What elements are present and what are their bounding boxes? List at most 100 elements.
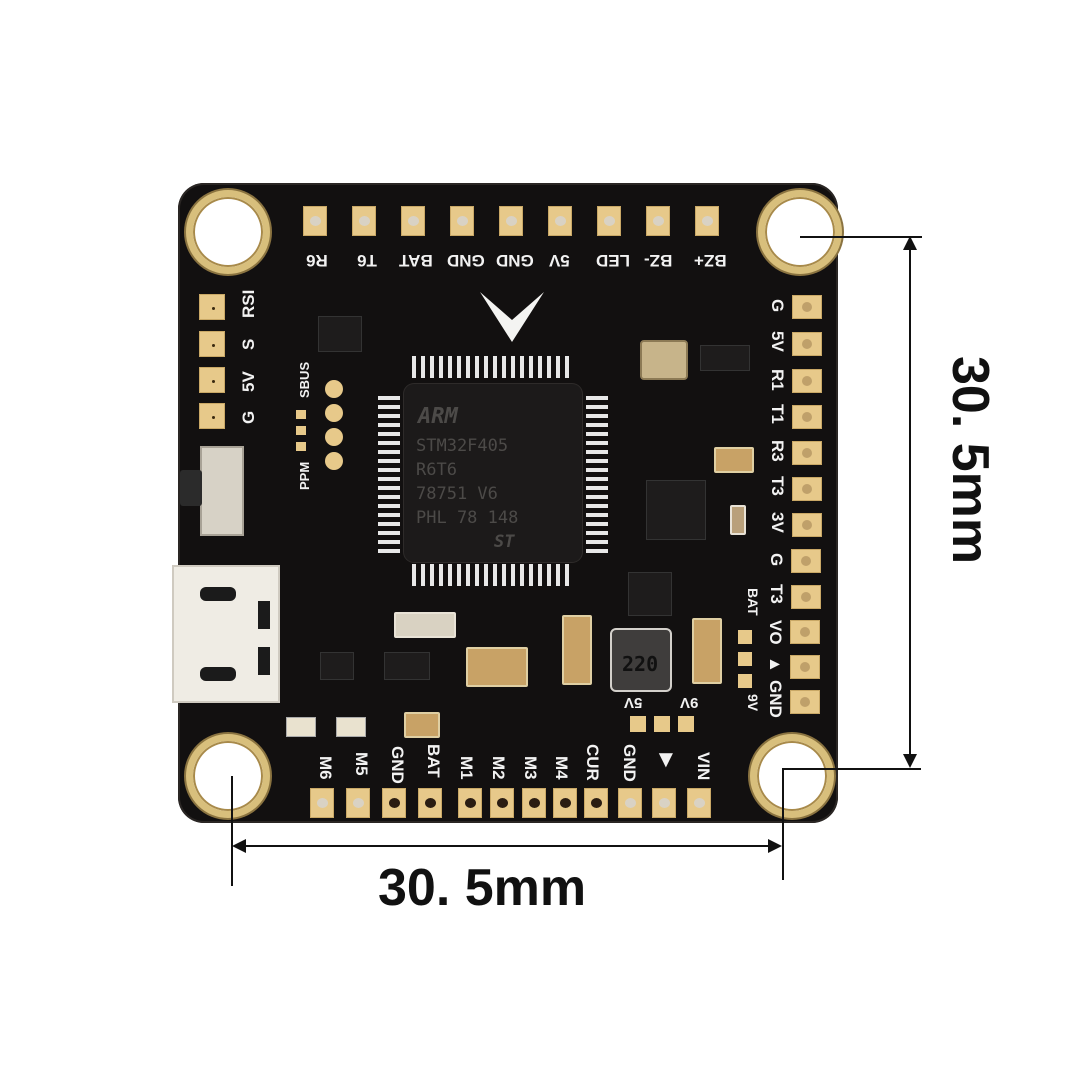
- label-m6: M6: [316, 756, 335, 780]
- pad-5v[interactable]: [548, 206, 572, 236]
- mounting-hole-bottom-right: [750, 734, 834, 818]
- round-pad[interactable]: [325, 404, 343, 422]
- pad-gnd[interactable]: [382, 788, 406, 818]
- small-ic: [318, 316, 362, 352]
- label-gnd: GND: [447, 251, 485, 270]
- pad-t3[interactable]: [791, 585, 821, 609]
- brand-chevron-logo: [480, 292, 544, 342]
- label-t6: T6: [357, 251, 377, 270]
- pad-vin[interactable]: [687, 788, 711, 818]
- mounting-hole-top-right: [758, 190, 842, 274]
- pad-triangle[interactable]: [790, 655, 820, 679]
- label-sbus: SBUS: [297, 361, 312, 398]
- jumper-pad[interactable]: [738, 630, 752, 644]
- pad-r1[interactable]: [792, 369, 822, 393]
- pad-gnd[interactable]: [499, 206, 523, 236]
- label-bz-minus: BZ-: [644, 251, 673, 270]
- pad-bat[interactable]: [401, 206, 425, 236]
- pad-g[interactable]: [199, 403, 225, 429]
- pad-5v[interactable]: [792, 332, 822, 356]
- jumper-pad[interactable]: [296, 442, 306, 451]
- arrow-down-icon: [903, 754, 917, 768]
- pad-g[interactable]: [791, 549, 821, 573]
- label-m2: M2: [489, 756, 508, 780]
- label-gnd: GND: [766, 680, 785, 718]
- label-bz-plus: BZ+: [694, 251, 727, 270]
- horizontal-dimension-label: 30. 5mm: [378, 859, 587, 917]
- round-pad[interactable]: [325, 428, 343, 446]
- pad-cur[interactable]: [584, 788, 608, 818]
- jumper-pad[interactable]: [738, 652, 752, 666]
- label-r6: R6: [306, 251, 328, 270]
- jumper-pad[interactable]: [678, 716, 694, 732]
- gyro-chip: [646, 480, 706, 540]
- label-r3: R3: [768, 440, 787, 462]
- pad-m2[interactable]: [490, 788, 514, 818]
- capacitor: [466, 647, 528, 687]
- label-t3: T3: [767, 584, 786, 604]
- label-ppm: PPM: [297, 461, 312, 490]
- extension-line-bottom: [783, 768, 921, 770]
- pad-r6[interactable]: [303, 206, 327, 236]
- label-s: S: [239, 338, 258, 350]
- pad-led[interactable]: [597, 206, 621, 236]
- label-m4: M4: [552, 756, 571, 780]
- label-bat: BAT: [399, 251, 433, 270]
- label-bat: BAT: [424, 744, 443, 778]
- pad-3v[interactable]: [792, 513, 822, 537]
- boot-button[interactable]: [200, 446, 244, 536]
- pad-r3[interactable]: [792, 441, 822, 465]
- arrow-up-icon: [903, 236, 917, 250]
- jumper-pad[interactable]: [738, 674, 752, 688]
- arrow-left-icon: [232, 839, 246, 853]
- jumper-pad[interactable]: [654, 716, 670, 732]
- mcu-arm-logo: ARM: [418, 404, 458, 429]
- pad-bz-minus[interactable]: [646, 206, 670, 236]
- label-t1: T1: [768, 404, 787, 424]
- mcu-pins-left: [378, 396, 400, 554]
- label-led: LED: [596, 251, 630, 270]
- label-5v: 5V: [768, 331, 787, 352]
- mcu-line-3: 78751 V6: [416, 484, 498, 504]
- pad-gnd[interactable]: [618, 788, 642, 818]
- pad-rsi[interactable]: [199, 294, 225, 320]
- label-t3: T3: [768, 476, 787, 496]
- pad-m6[interactable]: [310, 788, 334, 818]
- transistor: [320, 652, 354, 680]
- inductor-label: 220: [622, 652, 659, 676]
- pad-gnd[interactable]: [450, 206, 474, 236]
- micro-usb-port[interactable]: [172, 565, 280, 703]
- pad-5v[interactable]: [199, 367, 225, 393]
- round-pad[interactable]: [325, 452, 343, 470]
- pad-triangle[interactable]: [652, 788, 676, 818]
- boot-button-actuator[interactable]: [180, 470, 202, 506]
- pad-gnd[interactable]: [790, 690, 820, 714]
- label-gnd: GND: [496, 251, 534, 270]
- label-m1: M1: [457, 756, 476, 780]
- pad-bat[interactable]: [418, 788, 442, 818]
- label-r1: R1: [768, 369, 787, 391]
- pad-m3[interactable]: [522, 788, 546, 818]
- pad-t1[interactable]: [792, 405, 822, 429]
- mcu-chip: ARM STM32F405 R6T6 78751 V6 PHL 78 148 S…: [404, 384, 582, 562]
- mcu-pins-top: [412, 356, 572, 378]
- round-pad[interactable]: [325, 380, 343, 398]
- pad-m5[interactable]: [346, 788, 370, 818]
- voltage-regulator: [700, 345, 750, 371]
- pad-bz-plus[interactable]: [695, 206, 719, 236]
- label-gnd: GND: [388, 746, 407, 784]
- label-rsi: RSI: [239, 289, 258, 318]
- label-vtx-bat: BAT: [745, 588, 761, 616]
- pad-g[interactable]: [792, 295, 822, 319]
- label-m5: M5: [352, 752, 371, 776]
- pad-t3[interactable]: [792, 477, 822, 501]
- mcu-line-2: R6T6: [416, 460, 457, 480]
- pad-m1[interactable]: [458, 788, 482, 818]
- jumper-pad[interactable]: [630, 716, 646, 732]
- pad-m4[interactable]: [553, 788, 577, 818]
- pad-s[interactable]: [199, 331, 225, 357]
- jumper-pad[interactable]: [296, 410, 306, 419]
- pad-vo[interactable]: [790, 620, 820, 644]
- pad-t6[interactable]: [352, 206, 376, 236]
- jumper-pad[interactable]: [296, 426, 306, 435]
